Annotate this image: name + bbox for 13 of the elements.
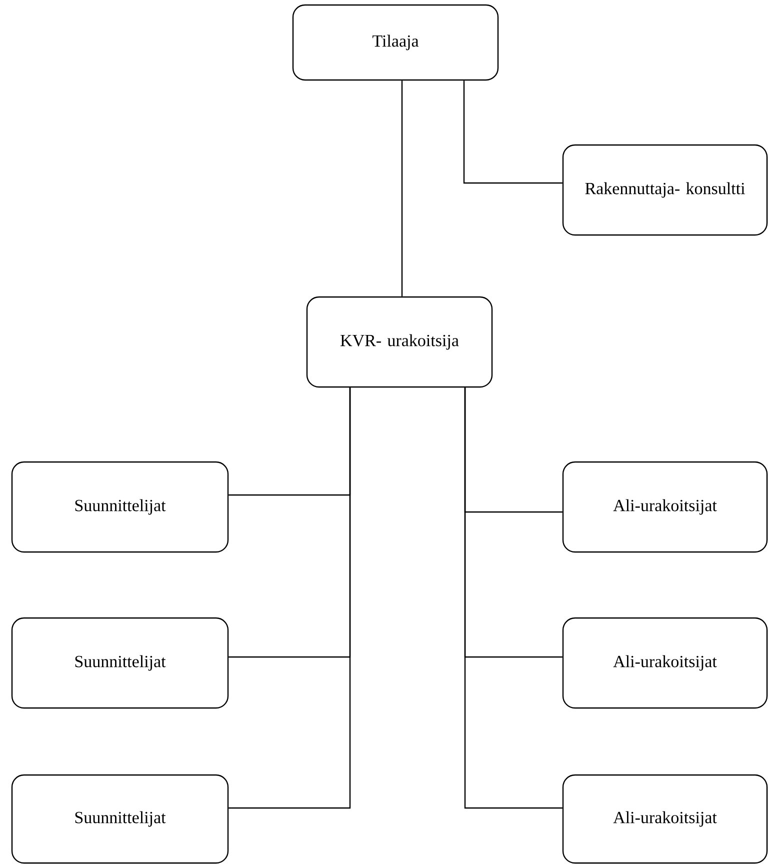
connector-line xyxy=(463,80,562,184)
org-box: Ali-urakoitsijat xyxy=(562,617,768,709)
connector-line xyxy=(464,388,562,809)
org-box: Ali-urakoitsijat xyxy=(562,461,768,553)
connector-line xyxy=(401,80,403,296)
org-box: KVR- urakoitsija xyxy=(306,296,493,388)
org-box: Ali-urakoitsijat xyxy=(562,774,768,864)
org-box: Suunnittelijat xyxy=(11,774,229,864)
org-box: Rakennuttaja- konsultti xyxy=(562,144,768,236)
org-box: Tilaaja xyxy=(292,4,499,81)
connector-line xyxy=(228,388,351,809)
org-box: Suunnittelijat xyxy=(11,617,229,709)
org-box: Suunnittelijat xyxy=(11,461,229,553)
